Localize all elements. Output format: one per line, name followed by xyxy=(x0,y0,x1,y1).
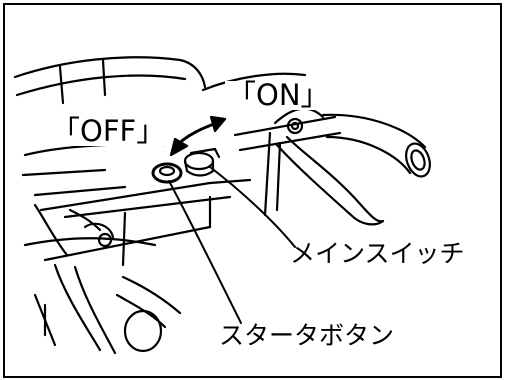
main-switch-label: メインスイッチ xyxy=(290,239,465,268)
starter-button-label: スタータボタン xyxy=(219,321,395,350)
handlebar-grip xyxy=(233,107,431,178)
upper-frame xyxy=(13,56,307,105)
leader-starter-button xyxy=(168,180,242,324)
illustration-frame: 「ON」 「OFF」 メインスイッチ スタータボタン xyxy=(3,3,502,378)
handlebar-illustration xyxy=(13,56,431,355)
leader-main-switch xyxy=(209,166,296,248)
control-housing xyxy=(21,143,252,267)
brake-lever xyxy=(263,131,385,226)
starter-button-graphic xyxy=(151,162,183,184)
off-position-label: 「OFF」 xyxy=(49,114,168,148)
main-switch-key xyxy=(183,147,221,177)
tube-clamp xyxy=(68,208,115,248)
on-position-label: 「ON」 xyxy=(225,78,332,112)
rotation-arrow xyxy=(169,115,227,157)
leader-lines xyxy=(168,166,296,324)
lower-frame-tubes xyxy=(33,263,182,355)
